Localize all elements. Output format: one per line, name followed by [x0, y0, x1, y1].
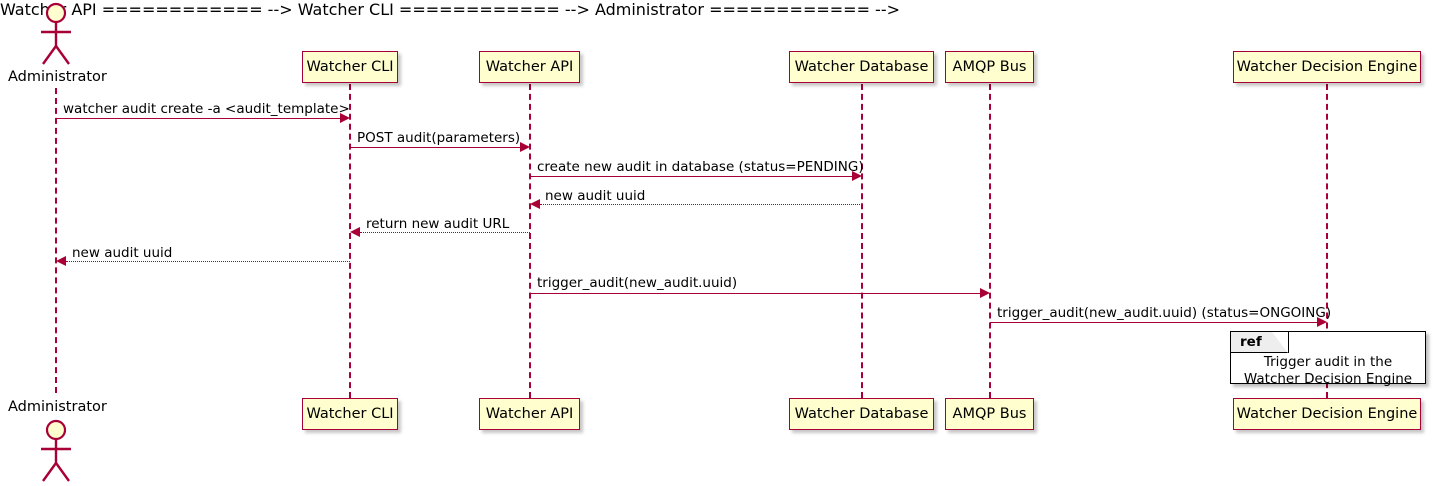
actor-administrator-top-icon: [41, 2, 71, 65]
participant-box-decision-engine-bottom[interactable]: Watcher Decision Engine: [1233, 398, 1421, 430]
message-arrowhead-4: [530, 199, 540, 209]
ref-fragment-text: Trigger audit in the Watcher Decision En…: [1231, 354, 1425, 388]
message-label-4: new audit uuid: [545, 188, 646, 204]
message-line-8: [990, 322, 1319, 323]
message-arrowhead-8: [1317, 317, 1327, 327]
ref-fragment-line-1: Trigger audit in the: [1263, 354, 1393, 370]
message-line-5: [360, 232, 530, 233]
lifeline-amqp-bus: [989, 84, 991, 398]
participant-box-watcher-api-bottom[interactable]: Watcher API: [479, 398, 580, 430]
lifeline-decision-engine: [1326, 84, 1328, 398]
participant-box-amqp-bus-top[interactable]: AMQP Bus: [945, 51, 1034, 83]
ref-fragment-tag: ref: [1231, 332, 1289, 353]
actor-label-administrator-bottom: Administrator: [8, 399, 107, 415]
participant-box-watcher-database-bottom[interactable]: Watcher Database: [789, 398, 934, 430]
message-label-5: return new audit URL: [366, 216, 510, 232]
ref-fragment-box[interactable]: ref Trigger audit in the Watcher Decisio…: [1230, 331, 1426, 387]
message-arrowhead-2: [520, 142, 530, 152]
participant-box-watcher-cli-top[interactable]: Watcher CLI: [302, 51, 398, 83]
lifeline-watcher-api: [529, 84, 531, 398]
message-label-2: POST audit(parameters): [357, 130, 521, 146]
message-arrowhead-3: [852, 171, 862, 181]
message-line-7: [530, 293, 982, 294]
message-arrowhead-7: [980, 288, 990, 298]
message-line-2: [350, 147, 522, 148]
lifeline-watcher-database: [861, 84, 863, 398]
message-label-3: create new audit in database (status=PEN…: [537, 159, 864, 175]
participant-box-amqp-bus-bottom[interactable]: AMQP Bus: [945, 398, 1034, 430]
lifeline-administrator: [55, 88, 57, 393]
message-line-6: [66, 261, 350, 262]
ref-fragment-line-2: Watcher Decision Engine: [1243, 371, 1413, 387]
message-line-3: [530, 176, 854, 177]
message-arrowhead-1: [340, 113, 350, 123]
lifeline-watcher-cli: [349, 84, 351, 398]
message-arrowhead-5: [350, 227, 360, 237]
message-line-4: [540, 204, 862, 205]
message-label-6: new audit uuid: [72, 245, 173, 261]
actor-administrator-bottom-icon: [41, 419, 71, 482]
actor-label-administrator-top: Administrator: [8, 69, 107, 85]
message-line-1: [56, 118, 342, 119]
message-label-8: trigger_audit(new_audit.uuid) (status=ON…: [997, 305, 1332, 321]
participant-box-watcher-api-top[interactable]: Watcher API: [479, 51, 580, 83]
participant-box-watcher-database-top[interactable]: Watcher Database: [789, 51, 934, 83]
participant-box-watcher-cli-bottom[interactable]: Watcher CLI: [302, 398, 398, 430]
message-arrowhead-6: [56, 256, 66, 266]
message-label-1: watcher audit create -a <audit_template>: [63, 101, 350, 117]
participant-box-decision-engine-top[interactable]: Watcher Decision Engine: [1233, 51, 1421, 83]
message-label-7: trigger_audit(new_audit.uuid): [537, 275, 738, 291]
